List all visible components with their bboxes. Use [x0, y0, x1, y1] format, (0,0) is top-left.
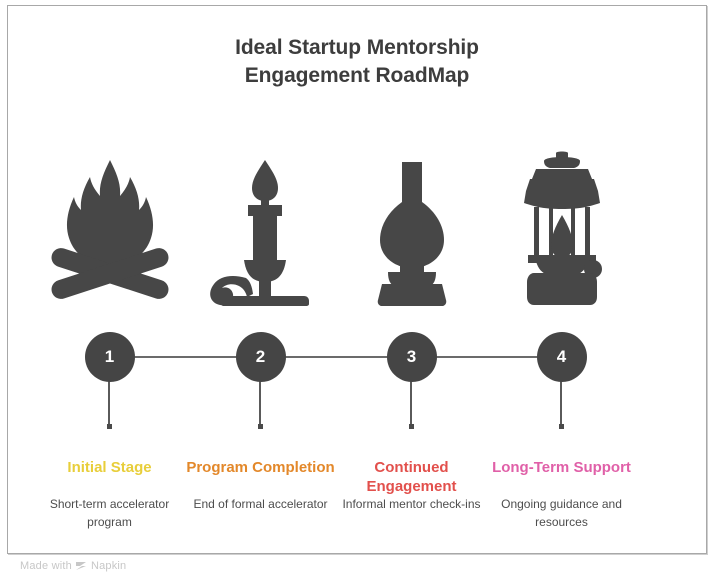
stage-number-badge: 1: [84, 332, 135, 382]
napkin-watermark: Made with Napkin: [20, 560, 126, 572]
roadmap-stage-3[interactable]: 3 Continued Engagement Informal mentor c…: [336, 6, 487, 553]
stage-heading: Program Completion: [186, 459, 335, 476]
stage-number: 2: [255, 347, 266, 366]
stage-heading: Initial Stage: [67, 459, 152, 476]
page-title-line-1: Ideal Startup Mentorship: [235, 36, 479, 59]
stage-number: 3: [406, 347, 417, 366]
roadmap-stage-1[interactable]: 1 Initial Stage Short-term accelerator p…: [34, 6, 185, 553]
candle-holder-icon: [185, 146, 336, 306]
roadmap-stage-2[interactable]: 2 Program Completion End of formal accel…: [185, 6, 336, 553]
page-title-line-2: Engagement RoadMap: [244, 64, 470, 87]
stage-number-badge: 3: [386, 332, 437, 382]
stage-dropline-dot: [258, 424, 263, 429]
stage-description: Short-term accelerator program: [49, 497, 170, 529]
stage-dropline-group: [107, 380, 112, 432]
stage-dropline-dot: [559, 424, 564, 429]
campfire-icon: [34, 146, 185, 306]
stage-heading: Long-Term Support: [492, 459, 631, 476]
stage-dropline: [108, 380, 110, 425]
napkin-logo-icon: [75, 561, 87, 571]
stage-dropline: [410, 380, 412, 425]
oil-lamp-icon: [336, 146, 487, 306]
stage-number-badge: 2: [235, 332, 286, 382]
roadmap-stages: 1 Initial Stage Short-term accelerator p…: [8, 6, 706, 553]
infographic-card: Ideal Startup Mentorship Engagement Road…: [7, 5, 707, 554]
timeline-connector-rail: [109, 356, 562, 358]
stage-dropline-group: [409, 380, 414, 432]
stage-description: End of formal accelerator: [193, 497, 328, 511]
stage-description: Informal mentor check-ins: [342, 497, 481, 511]
watermark-prefix: Made with: [20, 560, 72, 572]
stage-dropline-dot: [107, 424, 112, 429]
stage-number-badge: 4: [536, 332, 587, 382]
roadmap-stage-4[interactable]: 4 Long-Term Support Ongoing guidance and…: [486, 6, 637, 553]
stage-description: Ongoing guidance and resources: [501, 497, 622, 529]
camping-lantern-icon: [486, 146, 637, 306]
stage-dropline: [560, 380, 562, 425]
stage-number: 4: [556, 347, 567, 366]
watermark-brand: Napkin: [90, 560, 127, 572]
stage-dropline-group: [258, 380, 263, 432]
stage-heading: Continued Engagement: [366, 459, 457, 495]
stage-dropline-dot: [409, 424, 414, 429]
stage-dropline-group: [559, 380, 564, 432]
stage-dropline: [259, 380, 261, 425]
page-title: Ideal Startup Mentorship Engagement Road…: [8, 34, 706, 90]
stage-number: 1: [104, 347, 115, 366]
